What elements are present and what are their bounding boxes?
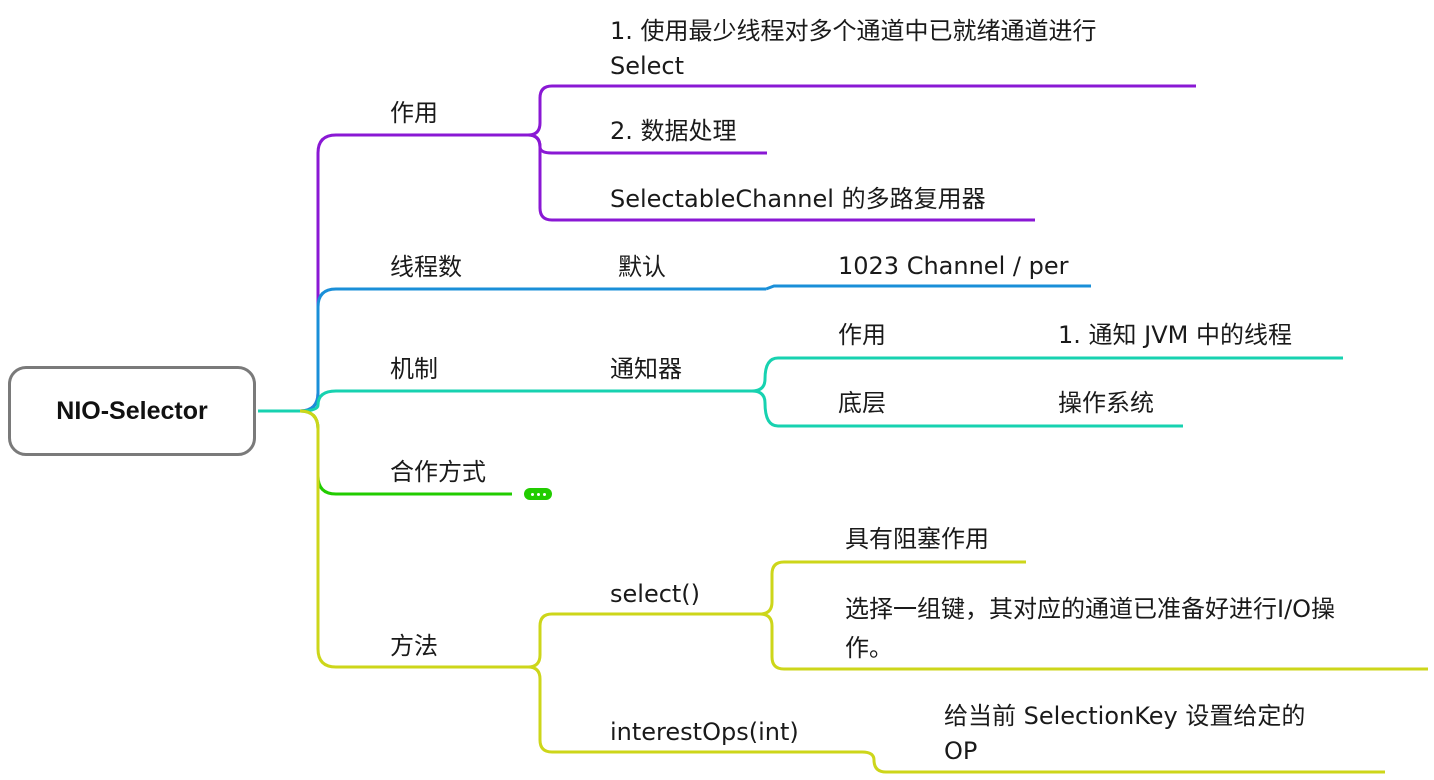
- ellipsis-dot: [542, 492, 546, 496]
- method-select-label: select(): [610, 580, 701, 608]
- connector-mechanism-base: [751, 389, 1183, 428]
- connector-select-note-1: [759, 560, 1026, 616]
- branch-mechanism-label[interactable]: 机制: [390, 355, 438, 383]
- interestops-note-line-1: 给当前 SelectionKey 设置给定的: [944, 702, 1306, 730]
- purpose-item-2: 2. 数据处理: [610, 117, 737, 145]
- mechanism-role-label: 作用: [838, 321, 886, 349]
- ellipsis-dot: [530, 492, 534, 496]
- connector-threads: [299, 287, 766, 413]
- branch-cooperation-label[interactable]: 合作方式: [390, 458, 486, 486]
- connector-purpose-item-1: [527, 84, 1196, 137]
- ellipsis-dot: [536, 492, 540, 496]
- purpose-item-1-line-1: 1. 使用最少线程对多个通道中已就绪通道进行: [610, 17, 1097, 45]
- connector-mechanism-role: [751, 356, 1343, 393]
- branch-methods-label[interactable]: 方法: [390, 632, 438, 660]
- mechanism-role-value: 1. 通知 JVM 中的线程: [1058, 321, 1292, 349]
- threads-default-label: 默认: [618, 253, 666, 281]
- mechanism-base-label: 底层: [838, 389, 886, 417]
- branch-threads-label[interactable]: 线程数: [390, 253, 462, 281]
- method-interestops-label: interestOps(int): [610, 718, 799, 746]
- select-note-1: 具有阻塞作用: [845, 525, 989, 553]
- purpose-item-1-line-2: Select: [610, 52, 685, 80]
- connector-methods-interestops: [527, 665, 862, 754]
- connector-select-note-2: [759, 612, 1428, 671]
- select-note-2-line-1: 选择一组键，其对应的通道已准备好进行I/O操: [845, 595, 1336, 623]
- select-note-2-line-2: 作。: [845, 634, 893, 662]
- root-node[interactable]: NIO-Selector: [8, 366, 256, 456]
- threads-default-value: 1023 Channel / per: [838, 252, 1069, 280]
- branch-purpose-label[interactable]: 作用: [390, 99, 438, 127]
- connector-purpose-item-3: [527, 133, 1035, 222]
- ellipsis-icon[interactable]: [524, 488, 552, 500]
- interestops-note-line-2: OP: [944, 737, 978, 765]
- connector-interestops-note: [861, 750, 1385, 774]
- connector-mechanism: [299, 389, 752, 413]
- purpose-item-3: SelectableChannel 的多路复用器: [610, 185, 986, 213]
- mechanism-notifier: 通知器: [610, 355, 682, 383]
- mechanism-base-value: 操作系统: [1058, 389, 1154, 417]
- connector-methods-select: [527, 612, 760, 669]
- connector-threads-default: [765, 284, 1091, 291]
- connector-methods: [299, 409, 528, 669]
